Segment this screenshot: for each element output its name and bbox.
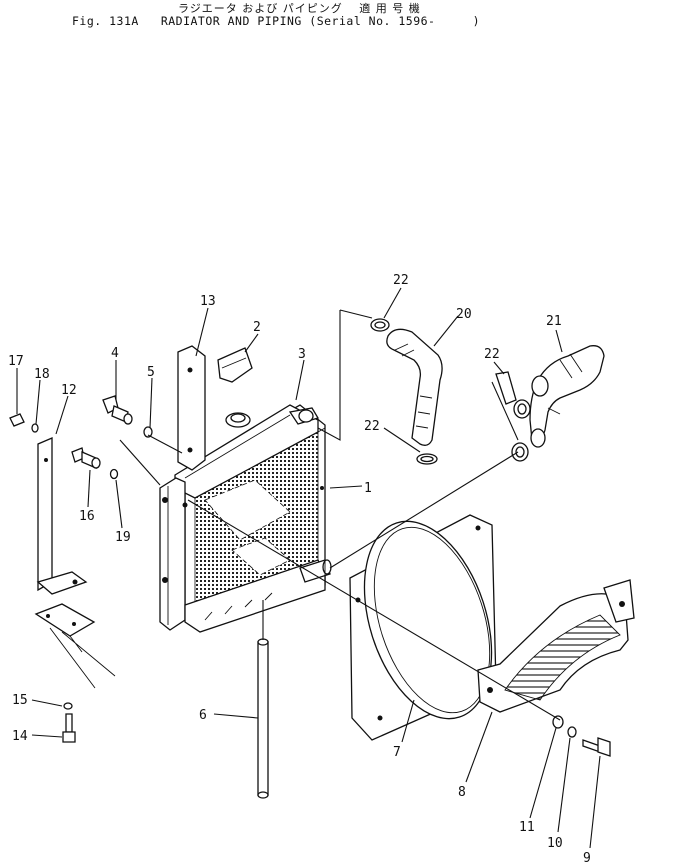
callout-6: 6 (199, 708, 207, 723)
japanese-title: ラジエータ および パイピング 適 用 号 機 (178, 2, 421, 15)
figure-header: Fig. 131A RADIATOR AND PIPING (Serial No.… (72, 14, 680, 28)
hose-clamp-right-upper (513, 399, 531, 419)
callout-10: 10 (547, 836, 563, 851)
bolt-14 (62, 713, 76, 743)
nut-17 (9, 413, 25, 427)
callout-4: 4 (111, 346, 119, 361)
washer-18 (31, 423, 39, 433)
bolt-9 (582, 737, 611, 757)
o-ring (143, 426, 153, 438)
callout-numbers: 1 2 3 4 5 6 7 8 9 10 11 12 13 14 15 16 1… (8, 273, 591, 866)
callout-12: 12 (61, 383, 77, 398)
hose-clamp-lower-left (416, 453, 438, 465)
callout-19: 19 (115, 530, 131, 545)
washer-10 (567, 726, 577, 738)
drain-pipe (257, 638, 269, 799)
callout-18: 18 (34, 367, 50, 382)
callout-22a: 22 (393, 273, 409, 288)
callout-1: 1 (364, 481, 372, 496)
callout-3: 3 (298, 347, 306, 362)
lower-hose (529, 345, 605, 448)
washer-15 (63, 702, 73, 710)
callout-22c: 22 (364, 419, 380, 434)
callout-14: 14 (12, 729, 28, 744)
radiator (159, 404, 332, 633)
hose-clamp-top (370, 318, 390, 332)
callout-13: 13 (200, 294, 216, 309)
callout-leaders (16, 287, 601, 849)
bracket (34, 437, 116, 689)
callout-16: 16 (79, 509, 95, 524)
radiator-stay (177, 345, 206, 471)
radiator-cap (217, 347, 253, 383)
fan-guard (477, 579, 635, 713)
callout-15: 15 (12, 693, 28, 708)
callout-20: 20 (456, 307, 472, 322)
callout-22b: 22 (484, 347, 500, 362)
hose-clamp-bracket (495, 371, 517, 405)
hose-clamp-right-lower (511, 442, 529, 462)
callout-9: 9 (583, 851, 591, 866)
washer-19 (109, 468, 119, 480)
fan-shroud (349, 514, 497, 741)
assembly-lines (119, 309, 561, 721)
callout-21: 21 (546, 314, 562, 329)
switch (71, 447, 101, 469)
washer-11 (552, 715, 564, 729)
figure-title: RADIATOR AND PIPING (Serial No. 1596- ) (160, 14, 481, 28)
callout-7: 7 (393, 745, 401, 760)
callout-5: 5 (147, 365, 155, 380)
callout-11: 11 (519, 820, 535, 835)
callout-8: 8 (458, 785, 466, 800)
callout-2: 2 (253, 320, 261, 335)
callout-17: 17 (8, 354, 24, 369)
temperature-sensor (102, 395, 133, 425)
figure-number: Fig. 131A (72, 14, 139, 28)
upper-hose (386, 328, 443, 446)
